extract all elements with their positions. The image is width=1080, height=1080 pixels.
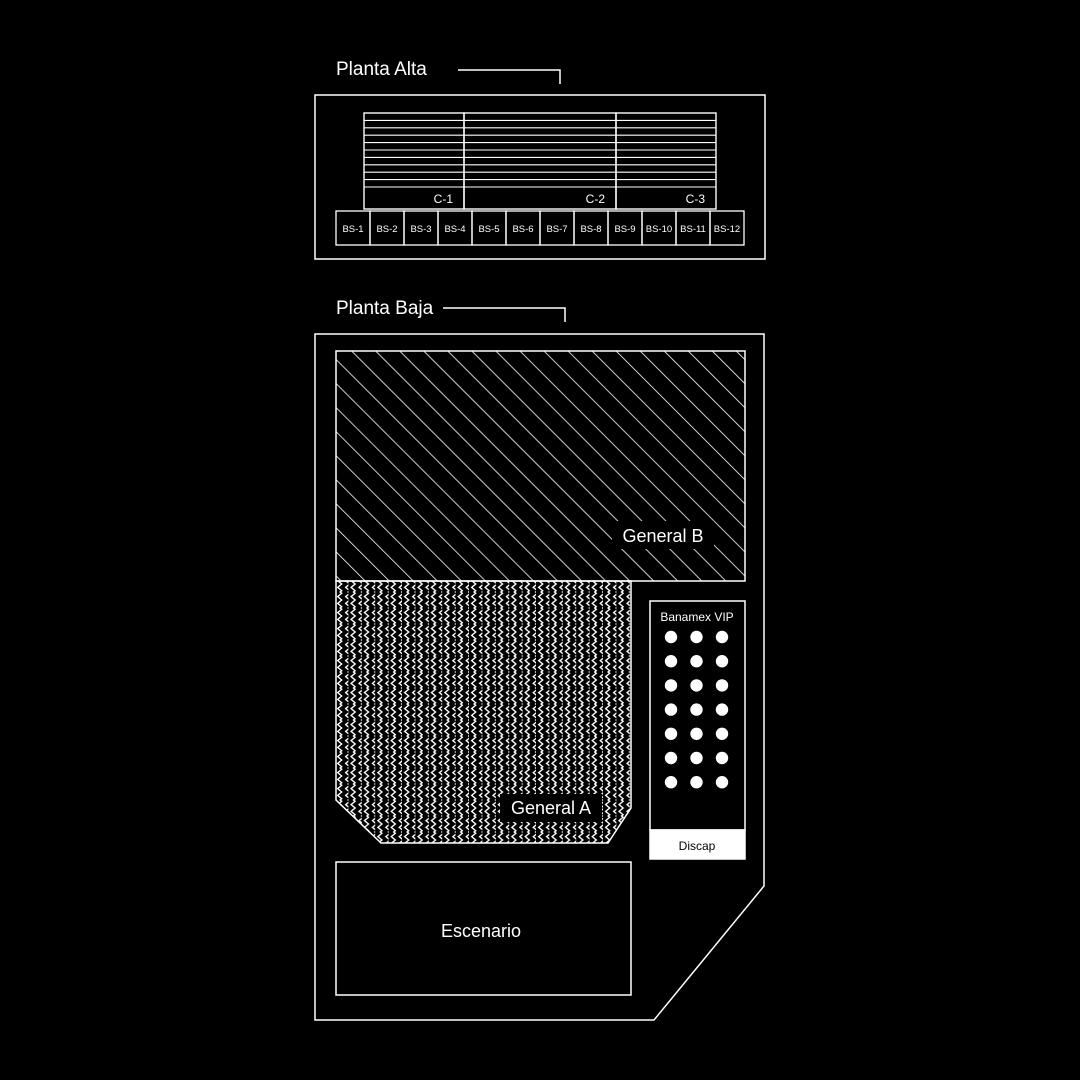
vip-table[interactable] xyxy=(664,751,678,765)
box-seat-2[interactable]: BS-2 xyxy=(369,210,405,246)
upper-floor: Planta Alta C-1 C-2 C-3 BS-1 BS-2 BS-3 BS-4… xyxy=(314,59,766,260)
general-b-label-bg xyxy=(612,521,714,549)
stage-area: Escenario xyxy=(335,861,632,996)
vip-table[interactable] xyxy=(715,703,729,716)
section-c-3[interactable] xyxy=(615,112,717,210)
upper-floor-outline xyxy=(314,94,766,260)
vip-table[interactable] xyxy=(690,703,703,716)
vip-table[interactable] xyxy=(690,776,703,789)
vip-tables xyxy=(664,630,729,789)
stage-label: Escenario xyxy=(441,921,521,941)
discap-area[interactable] xyxy=(649,829,746,860)
box-seat-5[interactable]: BS-5 xyxy=(471,210,507,246)
section-c-2-label: C-2 xyxy=(586,192,606,206)
vip-table[interactable] xyxy=(690,751,703,765)
section-c-1-label: C-1 xyxy=(434,192,454,206)
lower-floor-leader-line xyxy=(443,307,566,322)
vip-table[interactable] xyxy=(715,655,729,668)
zone-general-a[interactable]: General A xyxy=(335,580,632,844)
general-b-label: General B xyxy=(622,526,703,546)
vip-table[interactable] xyxy=(715,630,729,644)
general-a-label: General A xyxy=(511,798,591,818)
box-seat-8[interactable]: BS-8 xyxy=(573,210,609,246)
zone-general-b[interactable]: General B xyxy=(335,350,746,582)
box-seat-3[interactable]: BS-3 xyxy=(403,210,439,246)
box-seat-cell[interactable] xyxy=(709,210,745,246)
box-seat-label: BS-12 xyxy=(714,224,740,235)
stage-outline xyxy=(335,861,632,996)
box-seat-label: BS-7 xyxy=(546,224,567,235)
vip-table[interactable] xyxy=(715,751,729,765)
discap-label: Discap xyxy=(679,839,716,853)
vip-table[interactable] xyxy=(664,655,678,668)
box-seat-label: BS-5 xyxy=(478,224,499,235)
box-seat-label: BS-9 xyxy=(614,224,635,235)
upper-floor-leader-line xyxy=(458,69,561,84)
box-seat-label: BS-8 xyxy=(580,224,601,235)
vip-table[interactable] xyxy=(664,679,678,692)
vip-table[interactable] xyxy=(690,655,703,668)
vip-table[interactable] xyxy=(690,630,703,644)
box-seat-label: BS-2 xyxy=(376,224,397,235)
vip-table[interactable] xyxy=(715,776,729,789)
box-seat-11[interactable]: BS-11 xyxy=(675,210,711,246)
lower-floor: Planta Baja General B General A Banamex … xyxy=(314,298,765,1021)
box-seat-12[interactable]: BS-12 xyxy=(709,210,745,246)
vip-table[interactable] xyxy=(664,776,678,789)
vip-table[interactable] xyxy=(664,727,678,740)
lower-floor-outline xyxy=(314,333,765,1021)
vip-table[interactable] xyxy=(664,703,678,716)
box-seat-label: BS-1 xyxy=(342,224,363,235)
zone-banamex-vip[interactable]: Banamex VIP xyxy=(649,600,746,831)
box-seat-6[interactable]: BS-6 xyxy=(505,210,541,246)
box-seat-7[interactable]: BS-7 xyxy=(539,210,575,246)
box-seat-label: BS-11 xyxy=(680,224,706,235)
lower-floor-title: Planta Baja xyxy=(336,298,434,319)
box-seat-1[interactable]: BS-1 xyxy=(335,210,371,246)
box-seats-row: BS-1 BS-2 BS-3 BS-4 BS-5 BS-6 BS-7 BS-8 BS-9 BS-1… xyxy=(335,210,745,246)
general-a-outline xyxy=(335,580,632,844)
vip-table[interactable] xyxy=(715,679,729,692)
box-seat-label: BS-4 xyxy=(444,224,465,235)
vip-table[interactable] xyxy=(690,727,703,740)
banamex-vip-label: Banamex VIP xyxy=(660,610,733,624)
vip-table[interactable] xyxy=(715,727,729,740)
box-seat-label: BS-10 xyxy=(646,224,672,235)
upper-floor-title: Planta Alta xyxy=(336,59,427,80)
vip-table[interactable] xyxy=(664,630,678,644)
zone-discap[interactable]: Discap xyxy=(649,829,746,860)
general-a-label-bg xyxy=(500,794,602,822)
box-seat-label: BS-6 xyxy=(512,224,533,235)
upper-floor-rows xyxy=(364,119,716,188)
vip-table[interactable] xyxy=(690,679,703,692)
box-seat-4[interactable]: BS-4 xyxy=(437,210,473,246)
section-c-3-label: C-3 xyxy=(686,192,706,206)
box-seat-9[interactable]: BS-9 xyxy=(607,210,643,246)
box-seat-10[interactable]: BS-10 xyxy=(641,210,677,246)
box-seat-label: BS-3 xyxy=(410,224,431,235)
